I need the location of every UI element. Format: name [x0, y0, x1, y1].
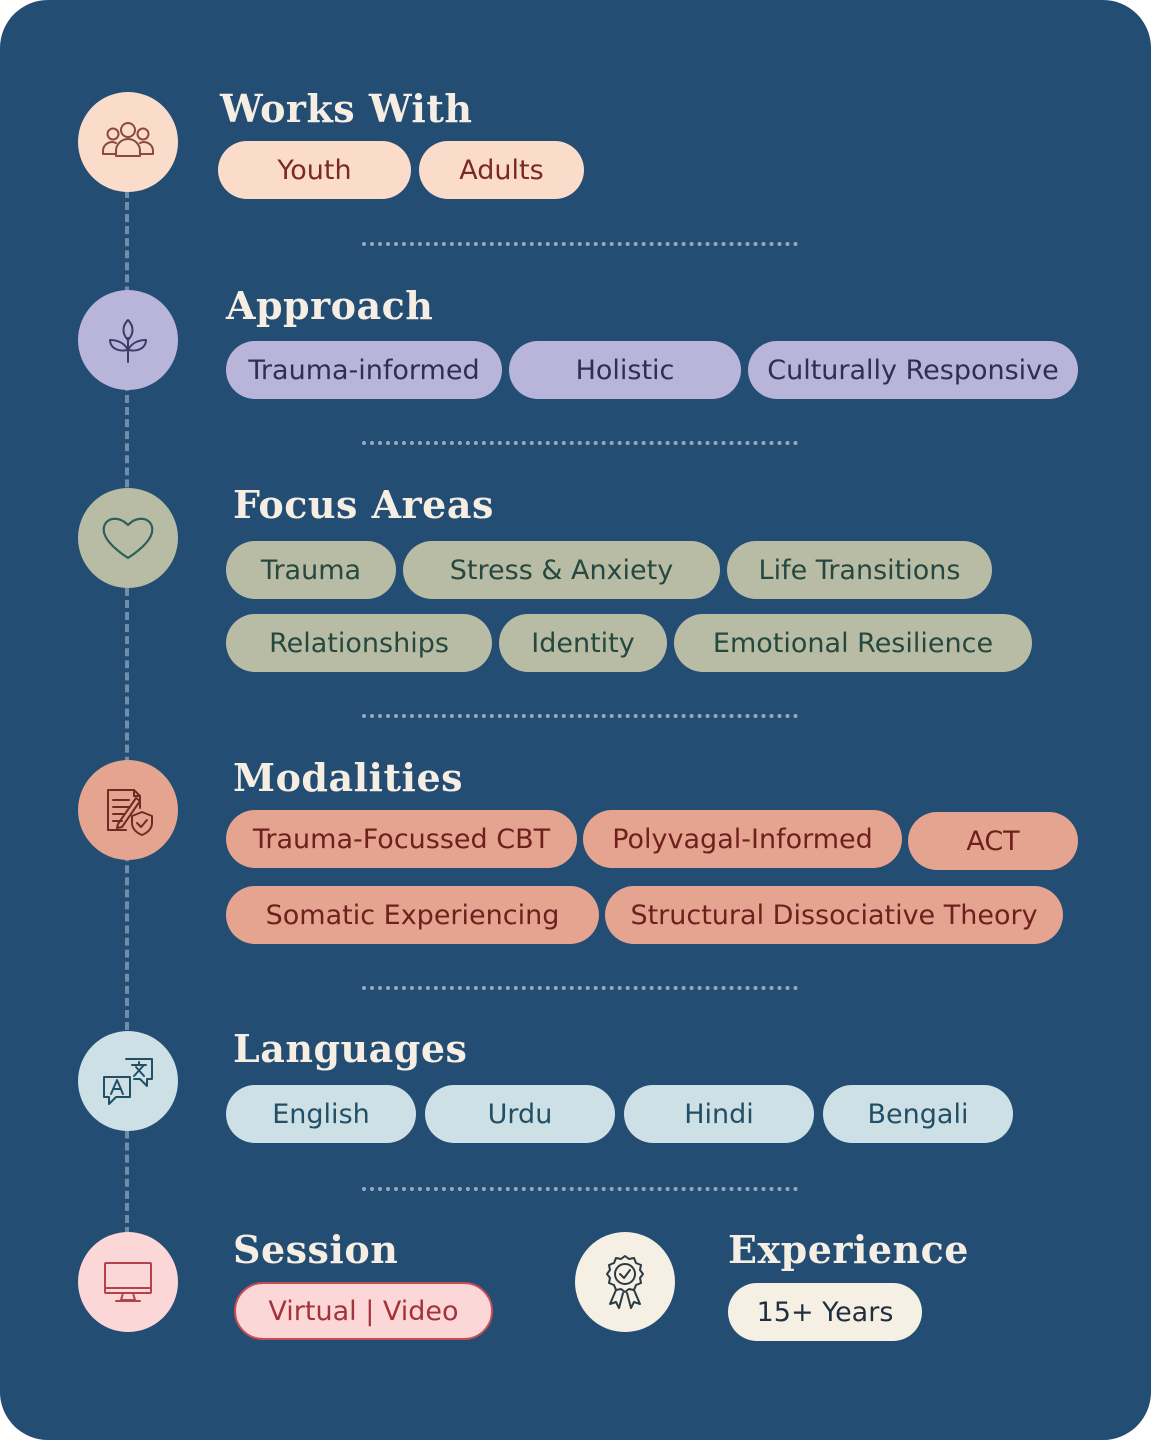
tag-structural-dissociative-theory: Structural Dissociative Theory — [605, 886, 1063, 944]
tag-bengali: Bengali — [823, 1085, 1013, 1143]
tag-youth: Youth — [218, 141, 411, 199]
tag-trauma: Trauma — [226, 541, 396, 599]
tag-act: ACT — [908, 812, 1078, 870]
tag-emotional-resilience: Emotional Resilience — [674, 614, 1032, 672]
section-divider — [362, 441, 798, 445]
languages-title: Languages — [233, 1026, 468, 1071]
tag-holistic: Holistic — [509, 341, 741, 399]
section-divider — [362, 714, 798, 718]
tag-somatic-experiencing: Somatic Experiencing — [226, 886, 599, 944]
people-group-icon — [78, 92, 178, 192]
modalities-title: Modalities — [233, 755, 464, 800]
approach-title: Approach — [226, 283, 434, 328]
award-badge-icon — [575, 1232, 675, 1332]
experience-title: Experience — [728, 1227, 969, 1272]
session-value: Virtual | Video — [234, 1282, 493, 1340]
section-divider — [362, 242, 798, 246]
works-with-title: Works With — [220, 86, 473, 131]
tag-urdu: Urdu — [425, 1085, 615, 1143]
translate-icon — [78, 1031, 178, 1131]
leaf-plant-icon — [78, 290, 178, 390]
tag-relationships: Relationships — [226, 614, 492, 672]
tag-trauma-focussed-cbt: Trauma-Focussed CBT — [226, 810, 577, 868]
session-title: Session — [233, 1227, 399, 1272]
experience-value: 15+ Years — [728, 1283, 922, 1341]
tag-adults: Adults — [419, 141, 584, 199]
tag-stress-anxiety: Stress & Anxiety — [403, 541, 720, 599]
tag-life-transitions: Life Transitions — [727, 541, 992, 599]
tag-identity: Identity — [499, 614, 667, 672]
tag-trauma-informed: Trauma-informed — [226, 341, 502, 399]
tag-hindi: Hindi — [624, 1085, 814, 1143]
tag-polyvagal-informed: Polyvagal-Informed — [583, 810, 902, 868]
monitor-icon — [78, 1232, 178, 1332]
document-shield-icon — [78, 760, 178, 860]
section-divider — [362, 986, 798, 990]
focus-areas-title: Focus Areas — [233, 482, 494, 527]
heart-icon — [78, 488, 178, 588]
timeline-connector — [125, 190, 129, 1235]
tag-english: English — [226, 1085, 416, 1143]
tag-culturally-responsive: Culturally Responsive — [748, 341, 1078, 399]
section-divider — [362, 1187, 798, 1191]
